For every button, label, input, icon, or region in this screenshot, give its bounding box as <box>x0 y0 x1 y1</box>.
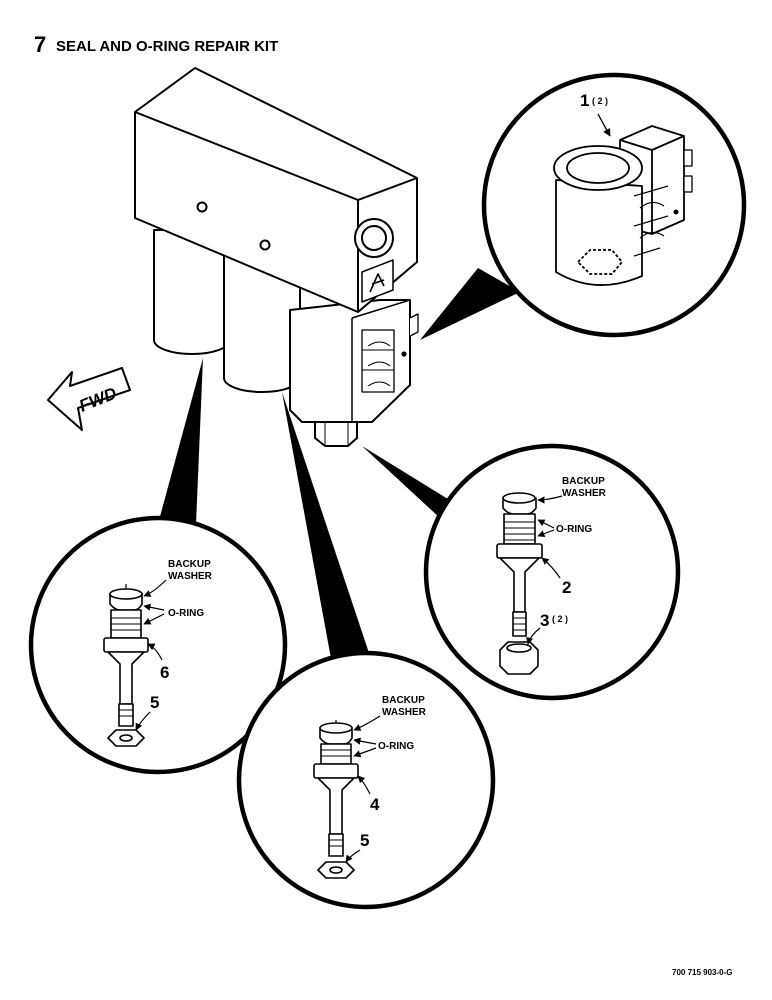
item-2-number: 2 <box>562 578 571 597</box>
fwd-arrow: FWD <box>47 367 131 431</box>
item-1-qty: ( 2 ) <box>592 96 608 106</box>
oring-label-left: O-RING <box>168 608 204 619</box>
item-5-number-left: 5 <box>150 693 159 712</box>
item-4-number: 4 <box>370 795 380 814</box>
leader-item-1 <box>597 113 611 137</box>
drawing-number: 700 715 903-0-G <box>672 968 733 977</box>
cone-top <box>420 268 520 340</box>
valve-assembly <box>134 67 419 447</box>
detail-circle-top: 1 ( 2 ) <box>481 72 747 338</box>
item-5-number-bottom: 5 <box>360 831 369 850</box>
title-number: 7 <box>34 32 46 57</box>
backup-label-left-1: BACKUP <box>168 559 211 570</box>
cone-left <box>158 358 203 524</box>
leaders-right <box>526 495 563 645</box>
leaders-left <box>135 579 167 731</box>
item-6-number: 6 <box>160 663 169 682</box>
oring-label-bottom: O-RING <box>378 741 414 752</box>
oring-label-right: O-RING <box>556 524 592 535</box>
cone-bottom <box>282 392 370 664</box>
backup-label-right-2: WASHER <box>562 488 607 499</box>
item-1-number: 1 <box>580 91 589 110</box>
detail-circle-left: BACKUP WASHER O-RING 6 5 <box>28 515 288 775</box>
leader-cones <box>158 268 520 664</box>
backup-label-right-1: BACKUP <box>562 476 605 487</box>
cone-right <box>362 446 456 518</box>
page-title: SEAL AND O-RING REPAIR KIT <box>56 38 278 55</box>
backup-label-bottom-2: WASHER <box>382 707 427 718</box>
item-3-number: 3 <box>540 611 549 630</box>
detail-circle-right: BACKUP WASHER O-RING 2 3 ( 2 ) <box>423 443 681 701</box>
backup-label-bottom-1: BACKUP <box>382 695 425 706</box>
leaders-bottom <box>345 715 381 863</box>
detail-circle-bottom: BACKUP WASHER O-RING 4 5 <box>236 650 496 910</box>
item-3-qty: ( 2 ) <box>552 614 568 624</box>
backup-label-left-2: WASHER <box>168 571 213 582</box>
